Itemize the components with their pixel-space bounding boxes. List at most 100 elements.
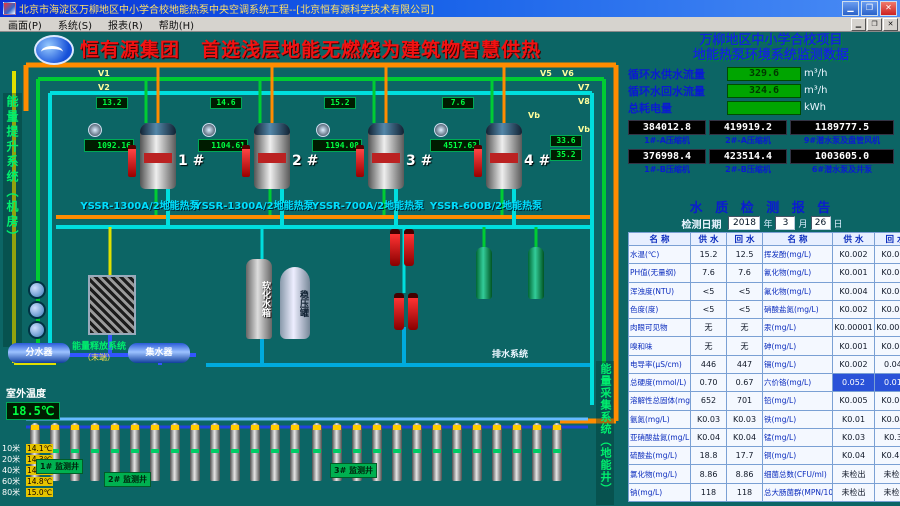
project-title: 万柳地区中小学合校项目 地能热泵环境系统监测数据 [646, 33, 896, 63]
unit-model-label: YSSR-700A/2地能热泵 [311, 201, 425, 212]
monitoring-well-bar [150, 423, 160, 481]
circulation-pump [408, 293, 418, 330]
flow-metric-row: 总耗电量 kWh [628, 99, 896, 116]
return-value: K0.002 [874, 299, 900, 320]
supply-value: K0.03 [690, 409, 727, 429]
unit-tank [368, 123, 404, 189]
parameter-name: 总硬度(mmol/L) [628, 372, 691, 393]
menu-item[interactable]: 帮助(H) [158, 20, 195, 32]
monitoring-well-bar [110, 423, 120, 481]
energy-meter-label: 6#潜水泵及井泵 [811, 165, 873, 174]
gauge-dial-icon [88, 123, 102, 137]
monitoring-well-bar [250, 423, 260, 481]
supply-value: K0.01 [832, 409, 875, 429]
valve-label: V8 [578, 97, 590, 106]
app-icon [3, 2, 16, 15]
unit-number: 2 # [292, 153, 319, 169]
gauge-dial-icon [434, 123, 448, 137]
water-collector: 集水器 [128, 343, 190, 363]
table-row: 亚硝酸盐氮(mg/L) K0.04 K0.04 锰(mg/L) K0.03 K0… [628, 427, 900, 448]
unit-tank [486, 123, 522, 189]
pipe-temp-display: 14.6 [210, 97, 242, 109]
energy-meter: 1189777.5 9#潜水泵及盘管风机 [790, 120, 894, 146]
table-row: 氯化物(mg/L) 8.86 8.86 细菌总数(CFU/ml) 未检出 未检出 [628, 464, 900, 484]
supply-value: <5 [690, 299, 727, 320]
return-value: 701 [726, 391, 763, 411]
unit-energy-display: 1104.61 [198, 139, 248, 152]
heat-pump-unit[interactable]: 1104.61 2 # YSSR-1300A/2地能热泵 [194, 117, 318, 227]
supply-value: 118 [690, 482, 727, 503]
unit-tank [140, 123, 176, 189]
child-close-button[interactable]: ✕ [883, 17, 898, 31]
unit-energy-display: 1194.08 [312, 139, 362, 152]
monitoring-well-bar [392, 423, 402, 481]
parameter-name: 水温(℃) [628, 244, 691, 265]
table-row: 水温(℃) 15.2 12.5 挥发酚(mg/L) K0.002 K0.001 [628, 244, 900, 265]
report-year-field[interactable]: 2018 [728, 216, 761, 230]
unit-energy-display: 1092.16 [84, 139, 134, 152]
child-restore-button[interactable]: ❐ [867, 17, 882, 31]
maximize-button[interactable]: ❐ [861, 1, 878, 16]
report-day-field[interactable]: 26 [810, 216, 831, 230]
supply-value: K0.005 [832, 391, 875, 411]
table-row: 嗅和味 无 无 砷(mg/L) K0.001 K0.001 [628, 336, 900, 356]
supply-value: 15.2 [690, 244, 727, 265]
pipe-temp-display: 33.6 [550, 135, 582, 147]
parameter-name: 色度(度) [628, 299, 691, 320]
monitoring-well-bar [130, 423, 140, 481]
circulation-pump [390, 229, 400, 266]
monitoring-well-bar [290, 423, 300, 481]
return-value: K0.048 [874, 409, 900, 429]
supply-value: 未检出 [832, 464, 875, 484]
monitoring-well-bar [90, 423, 100, 481]
heat-pump-unit[interactable]: 1092.16 1 # YSSR-1300A/2地能热泵 [80, 117, 204, 227]
return-value: 118 [726, 482, 763, 503]
flow-metric-display: 324.6 [727, 83, 801, 98]
supply-value: K0.001 [832, 336, 875, 356]
table-row: 氨氮(mg/L) K0.03 K0.03 铁(mg/L) K0.01 K0.04… [628, 409, 900, 429]
parameter-name: 氟化物(mg/L) [762, 281, 833, 301]
supply-value: 8.86 [690, 464, 727, 484]
energy-meter-display: 423514.4 [709, 149, 787, 164]
heat-pump-unit[interactable]: 4517.63 4 # YSSR-600B/2地能热泵 [430, 117, 550, 227]
table-header-cell: 回 水 [726, 232, 763, 246]
outdoor-temperature: 室外温度 18.5℃ [6, 385, 61, 420]
minimize-button[interactable]: ▁ [842, 1, 859, 16]
parameter-name: 锰(mg/L) [762, 427, 833, 448]
menu-item[interactable]: 系统(S) [57, 20, 92, 32]
fan-icon [28, 301, 46, 319]
menu-item[interactable]: 报表(R) [108, 20, 143, 32]
monitoring-well-bar [492, 423, 502, 481]
pipe-temp-display: 7.6 [442, 97, 474, 109]
heat-pump-unit[interactable]: 1194.08 3 # YSSR-700A/2地能热泵 [312, 117, 432, 227]
water-distributor: 分水器 [8, 343, 70, 363]
table-header-cell: 供 水 [832, 232, 875, 246]
flow-metric-display: 329.6 [727, 66, 801, 81]
supply-value: K0.002 [832, 354, 875, 374]
outdoor-temp-display: 18.5℃ [6, 402, 61, 420]
close-button[interactable]: ✕ [880, 1, 897, 16]
energy-meter: 384012.8 1#-A压缩机 [628, 120, 706, 146]
table-row: PH值(无量纲) 7.6 7.6 氰化物(mg/L) K0.001 K0.001 [628, 263, 900, 283]
well-group-1 [30, 423, 300, 481]
monitoring-well-label: 2# 监测井 [104, 472, 152, 487]
report-month-field[interactable]: 3 [775, 216, 796, 230]
project-title-line2: 地能热泵环境系统监测数据 [692, 48, 849, 63]
monitoring-well-bar [432, 423, 442, 481]
flow-metric-unit: m³/h [804, 85, 828, 96]
child-minimize-button[interactable]: ▁ [851, 17, 866, 31]
unit-actuator [128, 145, 136, 177]
energy-meter-display: 1189777.5 [790, 120, 894, 135]
unit-model-label: YSSR-600B/2地能热泵 [429, 201, 543, 212]
monitoring-well-bar [352, 423, 362, 481]
supply-value: 无 [690, 318, 727, 338]
parameter-name: 硝酸盐氮(mg/L) [762, 299, 833, 320]
monitoring-well-bar [472, 423, 482, 481]
energy-meter-label: 1#-A压缩机 [644, 136, 690, 145]
return-value: 17.7 [726, 446, 763, 466]
depth-label: 40米 [2, 466, 21, 475]
drain-system-label: 排水系统 [492, 350, 529, 360]
menu-item[interactable]: 画面(P) [8, 20, 42, 32]
company-logo-icon [34, 35, 74, 65]
filter-tank [476, 247, 492, 299]
